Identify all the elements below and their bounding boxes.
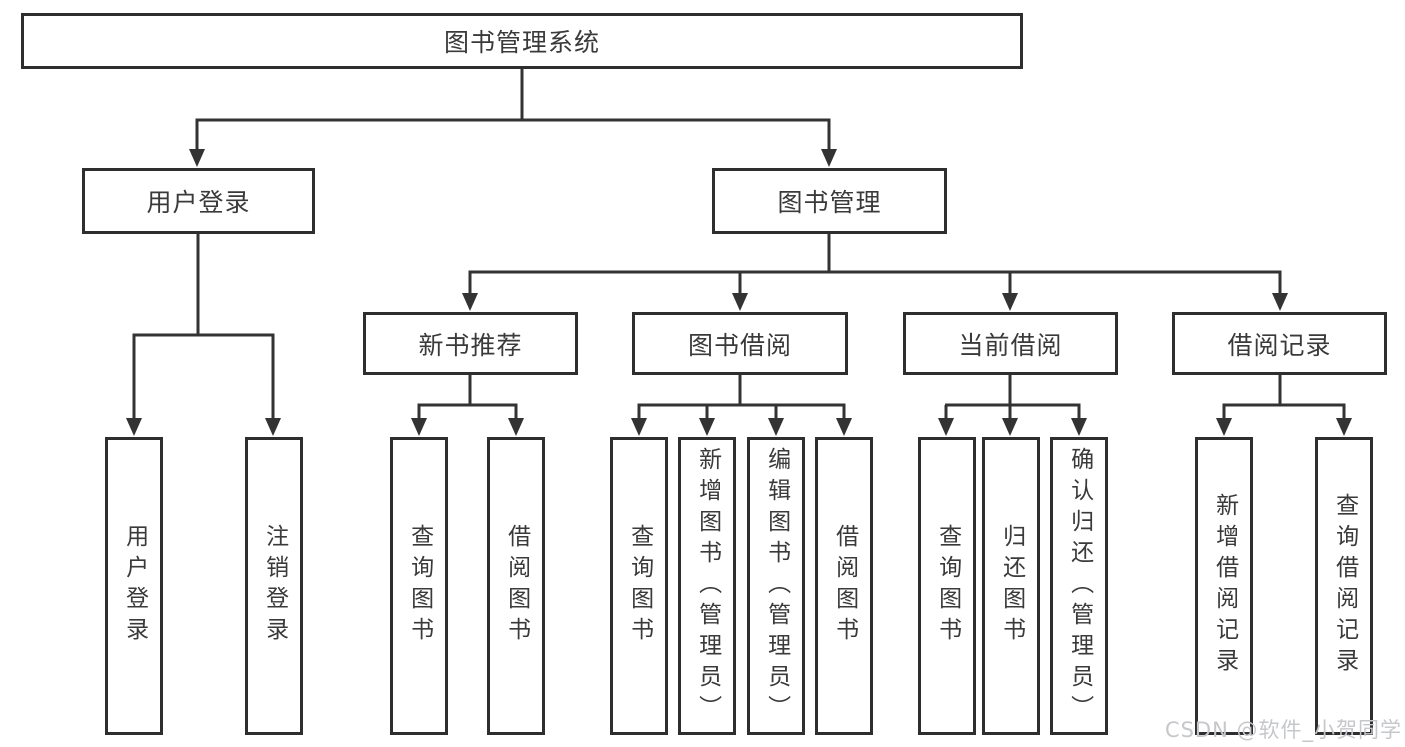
leaf-return-books: 归还图书	[982, 437, 1040, 735]
leaf-label: 确认归还（管理员）	[1066, 446, 1093, 726]
node-borrow-records: 借阅记录	[1172, 312, 1387, 375]
node-library-management-system: 图书管理系统	[21, 13, 1023, 69]
leaf-query-books: 查询图书	[918, 437, 976, 735]
leaf-label: 查询图书	[406, 524, 433, 648]
arrowhead-icon	[631, 418, 647, 436]
leaf-borrow-books: 借阅图书	[815, 437, 873, 735]
arrowhead-icon	[126, 418, 142, 436]
leaf-confirm-return-admin: 确认归还（管理员）	[1050, 437, 1108, 735]
node-user-login: 用户登录	[82, 168, 315, 234]
arrowhead-icon	[1336, 418, 1352, 436]
arrowhead-icon	[1002, 293, 1018, 311]
arrowhead-icon	[699, 418, 715, 436]
arrowhead-icon	[1216, 418, 1232, 436]
arrowhead-icon	[189, 149, 205, 167]
connector-path	[132, 234, 275, 418]
arrowhead-icon	[732, 293, 748, 311]
leaf-label: 借阅图书	[503, 524, 530, 648]
leaf-label: 新增图书（管理员）	[694, 446, 721, 726]
connector-path	[637, 375, 846, 418]
node-new-book-recommend: 新书推荐	[363, 312, 578, 375]
arrowhead-icon	[1272, 293, 1288, 311]
node-book-management: 图书管理	[712, 168, 947, 234]
leaf-query-books: 查询图书	[390, 437, 448, 735]
leaf-add-books-admin: 新增图书（管理员）	[678, 437, 736, 735]
leaf-label: 查询图书	[934, 524, 961, 648]
leaf-label: 查询借阅记录	[1331, 493, 1358, 679]
leaf-label: 编辑图书（管理员）	[763, 446, 790, 726]
arrowhead-icon	[1071, 418, 1087, 436]
arrowhead-icon	[938, 418, 954, 436]
leaf-add-borrow-record: 新增借阅记录	[1195, 437, 1253, 735]
csdn-watermark: CSDN @软件_小贺同学	[1164, 718, 1402, 742]
arrowhead-icon	[1002, 418, 1018, 436]
leaf-query-borrow-record: 查询借阅记录	[1315, 437, 1373, 735]
leaf-label: 归还图书	[998, 524, 1025, 648]
leaf-borrow-books: 借阅图书	[487, 437, 545, 735]
connector-path	[468, 234, 1282, 294]
connector-path	[1222, 375, 1346, 418]
leaf-label: 新增借阅记录	[1211, 493, 1238, 679]
leaf-label: 注销登录	[261, 524, 288, 648]
connector-path	[944, 375, 1081, 418]
leaf-edit-books-admin: 编辑图书（管理员）	[747, 437, 805, 735]
arrowhead-icon	[821, 149, 837, 167]
arrowhead-icon	[508, 418, 524, 436]
arrowhead-icon	[836, 418, 852, 436]
connector-path	[195, 69, 831, 150]
arrowhead-icon	[768, 418, 784, 436]
node-current-borrow: 当前借阅	[903, 312, 1118, 375]
leaf-user-login: 用户登录	[105, 437, 163, 735]
arrowhead-icon	[265, 418, 281, 436]
leaf-logout: 注销登录	[245, 437, 303, 735]
leaf-label: 借阅图书	[831, 524, 858, 648]
connector-path	[417, 375, 518, 418]
leaf-label: 查询图书	[626, 524, 653, 648]
leaf-label: 用户登录	[121, 524, 148, 648]
node-book-borrow: 图书借阅	[632, 312, 848, 375]
arrowhead-icon	[462, 293, 478, 311]
leaf-query-books: 查询图书	[610, 437, 668, 735]
arrowhead-icon	[411, 418, 427, 436]
